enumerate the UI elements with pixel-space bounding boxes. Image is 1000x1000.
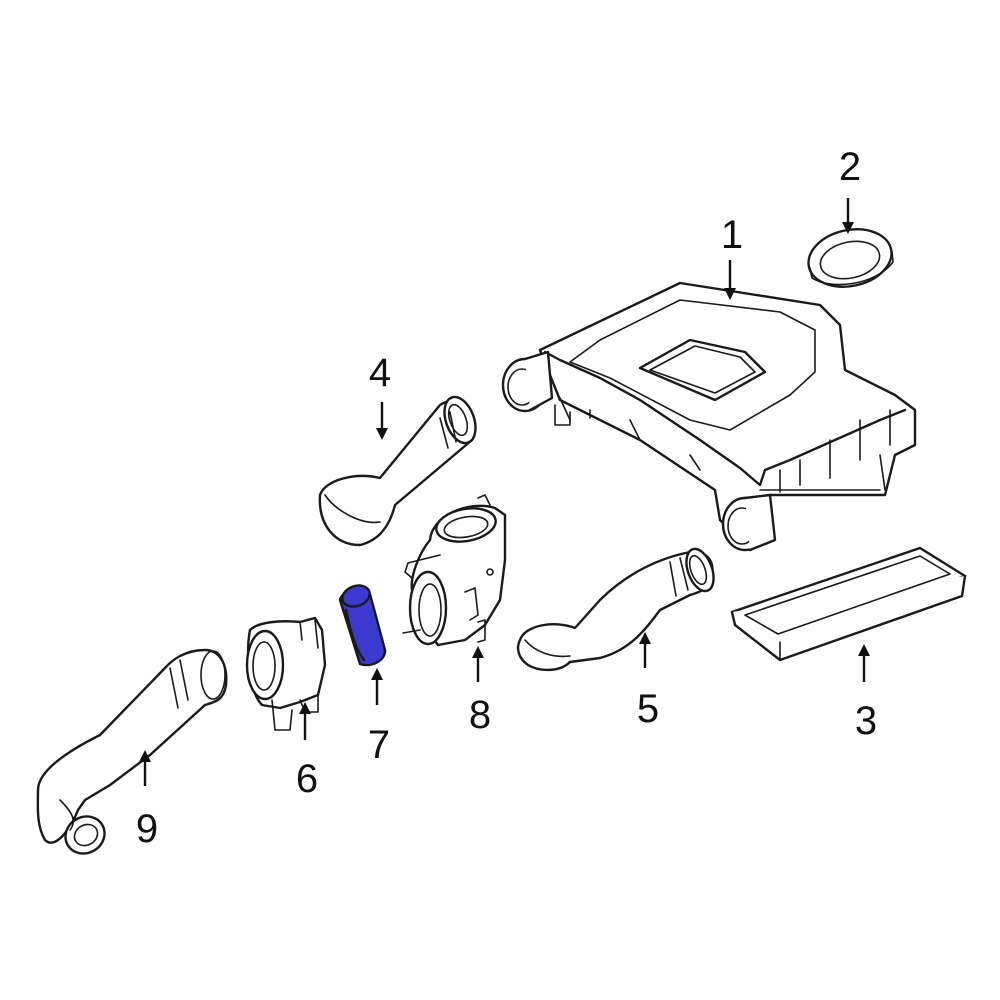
part-8-maf-housing[interactable]: [402, 494, 507, 647]
callout-5: 5: [637, 632, 659, 731]
callout-9-label: 9: [136, 807, 158, 851]
part-3-air-filter[interactable]: [730, 546, 967, 662]
callout-1-label: 1: [721, 213, 743, 257]
callout-3: 3: [855, 644, 877, 743]
callout-1: 1: [721, 213, 743, 300]
callout-6-label: 6: [296, 757, 318, 801]
callout-3-label: 3: [855, 699, 877, 743]
part-2-gasket[interactable]: [803, 222, 897, 294]
part-7-seal-ring[interactable]: [338, 582, 387, 667]
callout-7-label: 7: [368, 723, 390, 767]
callout-7: 7: [368, 668, 390, 767]
callout-8: 8: [469, 646, 491, 737]
part-6-adapter[interactable]: [245, 616, 327, 731]
callout-6: 6: [296, 702, 318, 801]
callout-4: 4: [369, 351, 391, 440]
part-1-air-filter-housing[interactable]: [501, 281, 917, 552]
callout-5-label: 5: [637, 687, 659, 731]
part-9-hose[interactable]: [36, 648, 228, 861]
part-4-intake-duct[interactable]: [318, 393, 482, 547]
part-5-duct[interactable]: [516, 545, 719, 672]
callout-4-label: 4: [369, 351, 391, 395]
callout-2: 2: [839, 145, 861, 234]
callout-9: 9: [136, 750, 158, 851]
callout-8-label: 8: [469, 693, 491, 737]
callout-2-label: 2: [839, 145, 861, 189]
